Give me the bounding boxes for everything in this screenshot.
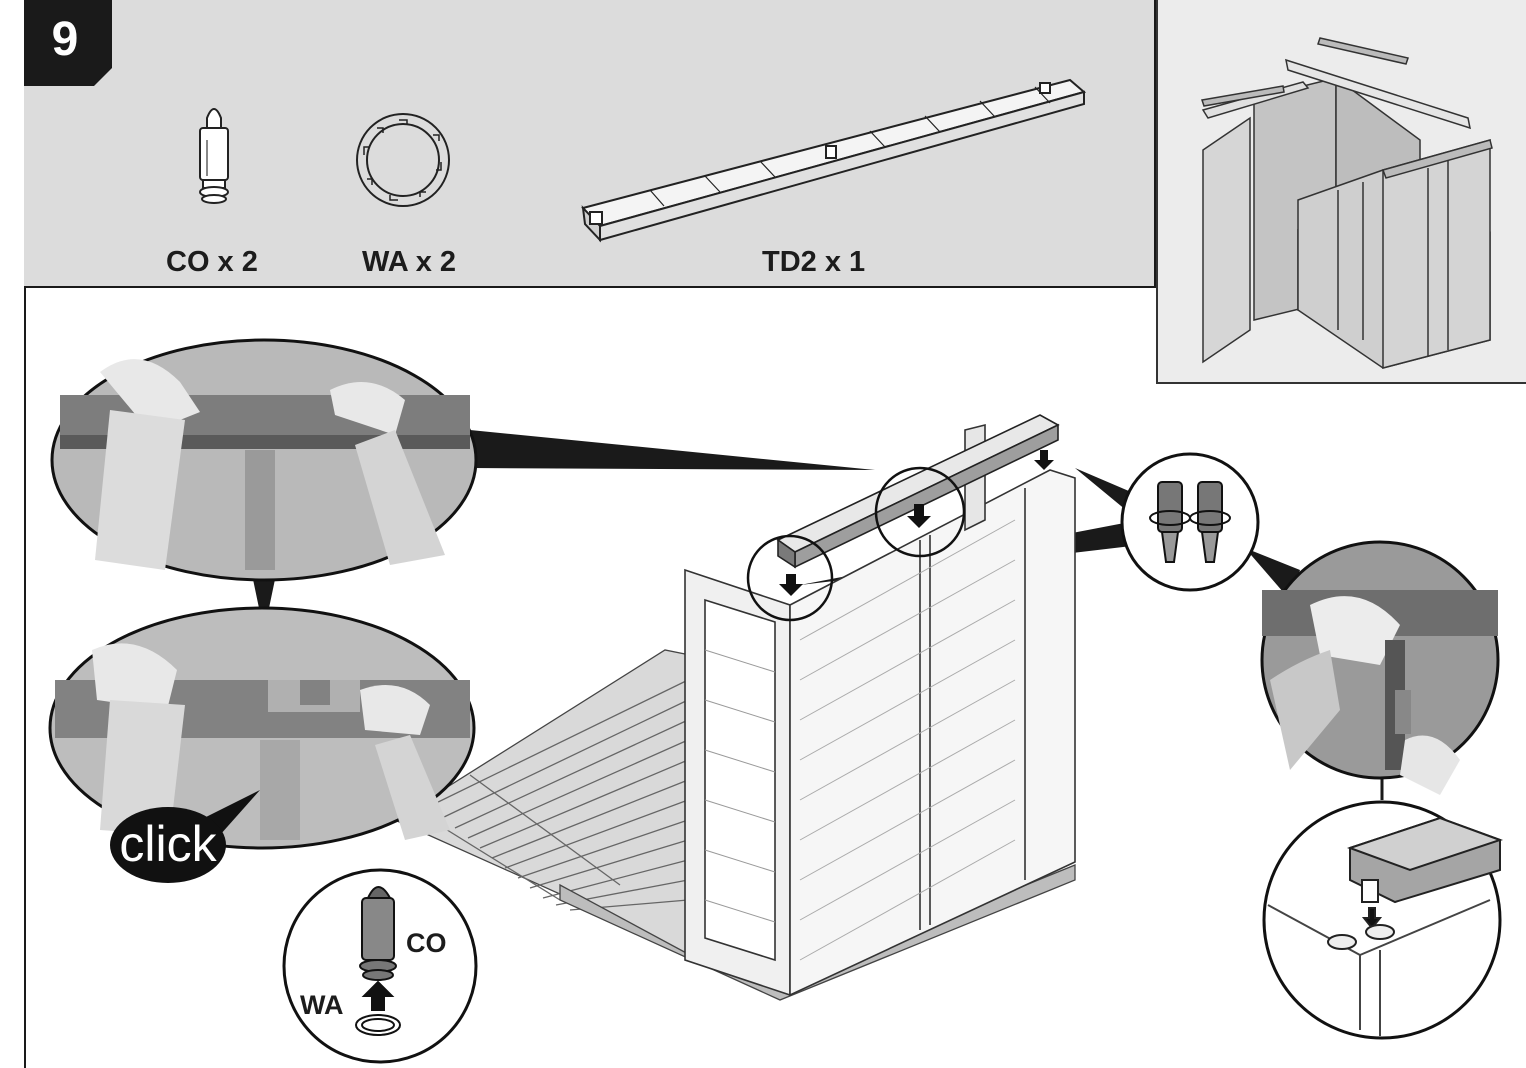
washer-label: WA xyxy=(300,990,344,1020)
washer-ring-icon xyxy=(356,113,450,207)
detail-circle-left xyxy=(746,534,834,622)
photo-callout-bottom xyxy=(48,606,476,850)
click-label: click xyxy=(119,816,217,872)
leader-wedge-1 xyxy=(470,430,875,470)
shed-back-wall xyxy=(789,423,1076,997)
overview-inset xyxy=(1156,0,1526,384)
shed-overview-diagram xyxy=(1201,37,1493,369)
leader-wedge-5 xyxy=(250,565,278,632)
shed-side-wall xyxy=(684,568,791,997)
down-arrow-icon xyxy=(779,450,1054,596)
part-label-co: CO x 2 xyxy=(166,246,258,278)
top-beam-icon xyxy=(581,78,1087,243)
page-left-rule xyxy=(24,288,26,1068)
step-badge: 9 xyxy=(24,0,112,86)
part-label-wa: WA x 2 xyxy=(362,246,457,278)
photo-callout-right xyxy=(1260,540,1500,795)
td2-beam-installed xyxy=(776,414,1060,569)
photo-callout-top xyxy=(50,338,478,582)
cap-pin-icon xyxy=(199,108,229,204)
click-bubble xyxy=(110,790,260,883)
step-number: 9 xyxy=(51,13,79,66)
pin-label: CO xyxy=(406,928,447,958)
pins-callout xyxy=(1120,452,1260,592)
corner-detail-callout xyxy=(1262,800,1504,1040)
part-label-td2: TD2 x 1 xyxy=(762,246,866,278)
detail-circle-middle xyxy=(874,466,966,558)
pin-washer-callout xyxy=(282,868,478,1064)
